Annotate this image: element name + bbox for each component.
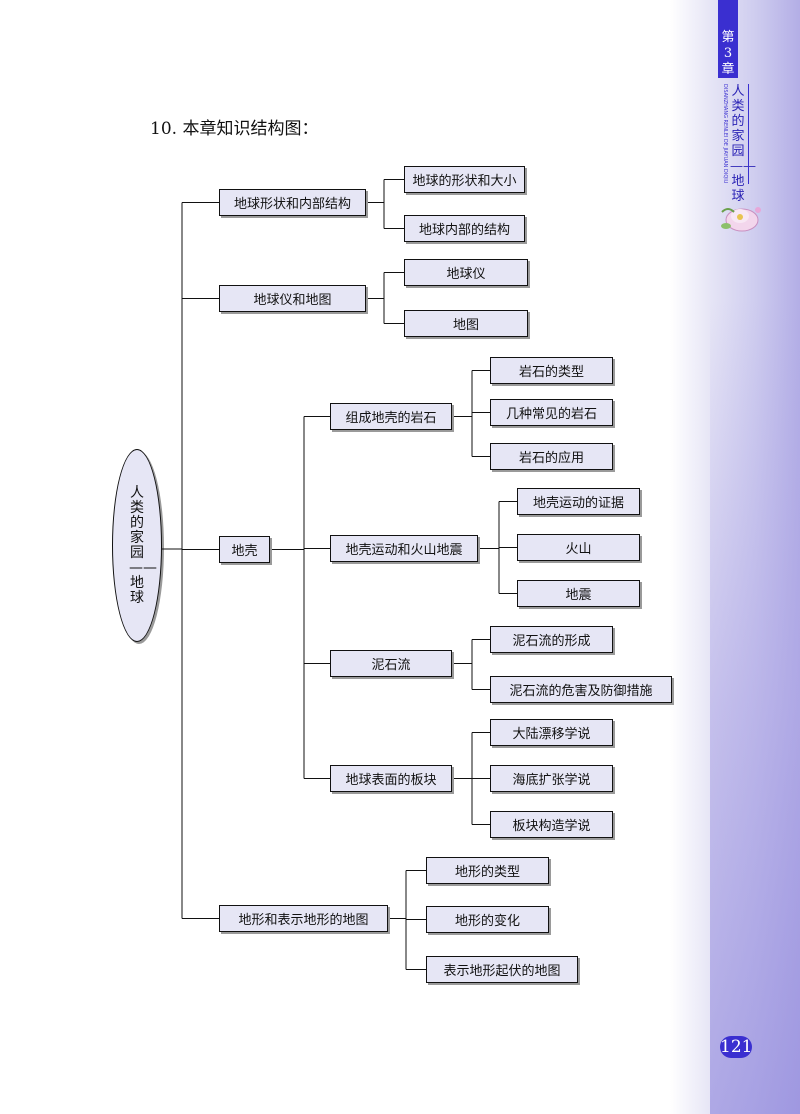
chapter-suffix: 章 <box>721 62 735 77</box>
root-node: 人类的家园——地球 <box>112 449 162 642</box>
level3-node: 泥石流的形成 <box>490 626 613 653</box>
chapter-prefix: 第 <box>721 30 735 45</box>
level3-node: 岩石的应用 <box>490 443 613 470</box>
level2-node: 地图 <box>404 310 528 337</box>
level3-node: 火山 <box>517 534 640 561</box>
level1-node: 地形和表示地形的地图 <box>219 905 388 932</box>
chapter-pinyin: DISANZHANG RENLEI DE JIAYUAN DIQIU <box>722 84 728 184</box>
level3-node: 地壳运动的证据 <box>517 488 640 515</box>
level3-node: 泥石流的危害及防御措施 <box>490 676 672 703</box>
section-heading: 10. 本章知识结构图： <box>150 119 319 139</box>
flower-icon <box>721 207 761 232</box>
page-number: 121 <box>720 1036 753 1058</box>
chapter-number: 3 <box>723 46 733 61</box>
level3-node: 大陆漂移学说 <box>490 719 613 746</box>
level2-node: 地球的形状和大小 <box>404 166 525 193</box>
root-node-label: 人类的家园——地球 <box>129 484 157 606</box>
level2-node: 表示地形起伏的地图 <box>426 956 578 983</box>
level3-node: 岩石的类型 <box>490 357 613 384</box>
level2-node: 地球内部的结构 <box>404 215 525 242</box>
level2-node: 地形的类型 <box>426 857 549 884</box>
level3-node: 海底扩张学说 <box>490 765 613 792</box>
side-margin-shading <box>710 300 800 1114</box>
chapter-divider <box>748 84 749 184</box>
level1-node: 地球形状和内部结构 <box>219 189 366 216</box>
level2-node: 泥石流 <box>330 650 452 677</box>
level2-node: 地球仪 <box>404 259 528 286</box>
chapter-tab: 第 3 章 <box>718 0 738 78</box>
level3-node: 地震 <box>517 580 640 607</box>
level2-node: 地球表面的板块 <box>330 765 452 792</box>
level2-node: 地壳运动和火山地震 <box>330 535 478 562</box>
level2-node: 组成地壳的岩石 <box>330 403 452 430</box>
level1-node: 地球仪和地图 <box>219 285 366 312</box>
level3-node: 几种常见的岩石 <box>490 399 613 426</box>
level3-node: 板块构造学说 <box>490 811 613 838</box>
level2-node: 地形的变化 <box>426 906 549 933</box>
level1-node: 地壳 <box>219 536 270 563</box>
